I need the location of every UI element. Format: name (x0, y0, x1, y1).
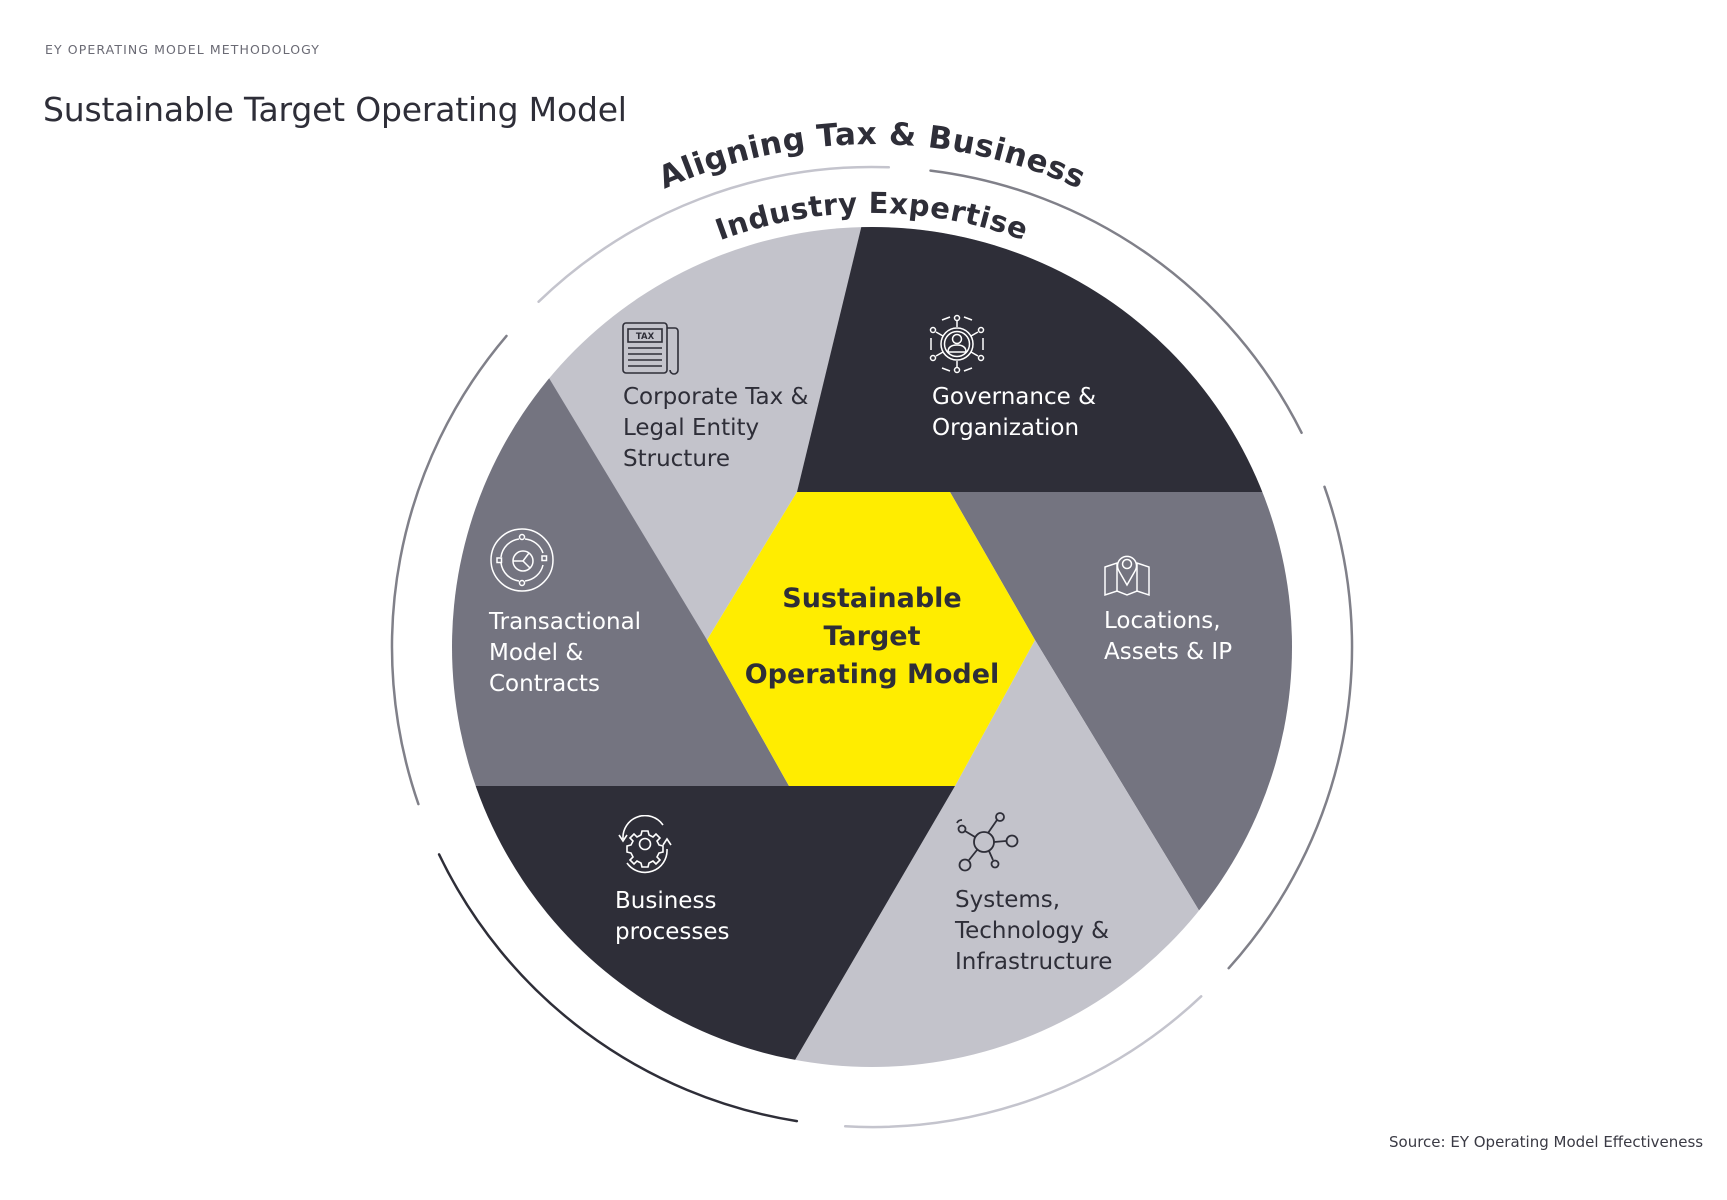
blade-transactional (452, 330, 789, 786)
ring-arc-bottom-left (437, 853, 799, 1123)
label-line: Business (615, 888, 717, 914)
outer-ring (390, 165, 1354, 1129)
label-line: Technology & (955, 918, 1110, 944)
segment-label-systems: Systems, Technology & Infrastructure (955, 885, 1112, 978)
source-note: Source: EY Operating Model Effectiveness (1389, 1133, 1704, 1151)
ring-arc-top-right (929, 169, 1303, 435)
gear-cycle-icon (618, 815, 672, 874)
center-label-line: Operating Model (744, 659, 1000, 690)
segment-label-corporate-tax: Corporate Tax & Legal Entity Structure (623, 382, 808, 475)
center-hexagon (707, 492, 1035, 786)
center-hexagon-label: Sustainable Target Operating Model (722, 580, 1022, 694)
label-line: Contracts (489, 671, 600, 697)
label-line: Model & (489, 640, 584, 666)
label-line: Structure (623, 446, 730, 472)
label-line: Infrastructure (955, 949, 1113, 975)
label-line: Organization (932, 415, 1080, 441)
label-line: Systems, (955, 887, 1061, 913)
label-line: Legal Entity (623, 415, 760, 441)
label-line: processes (615, 919, 730, 945)
page-kicker: EY OPERATING MODEL METHODOLOGY (45, 42, 321, 57)
label-line: Locations, (1104, 608, 1221, 634)
label-line: Transactional (489, 609, 642, 635)
map-pin-icon (1104, 555, 1150, 597)
svg-text:TAX: TAX (636, 332, 655, 342)
outer-ring-label: Aligning Tax & Business (653, 116, 1091, 196)
ring-arc-bottom-right (843, 995, 1203, 1129)
tax-document-icon: TAX (622, 322, 679, 375)
center-label-line: Target (823, 621, 921, 652)
segment-label-business-processes: Business processes (615, 886, 730, 948)
ring-arc-left (390, 334, 508, 806)
segment-label-locations: Locations, Assets & IP (1104, 606, 1232, 668)
segment-label-governance: Governance & Organization (932, 382, 1096, 444)
transaction-cycle-icon (490, 528, 554, 592)
label-line: Governance & (932, 384, 1096, 410)
governance-network-icon (929, 314, 985, 374)
ring-arc-right (1227, 485, 1354, 970)
network-hub-icon (956, 812, 1019, 872)
label-line: Corporate Tax & (623, 384, 809, 410)
label-line: Assets & IP (1104, 639, 1233, 665)
page-title: Sustainable Target Operating Model (43, 90, 627, 130)
center-label-line: Sustainable (782, 583, 962, 614)
ring-arc-top-left (537, 165, 891, 303)
segment-label-transactional: Transactional Model & Contracts (489, 607, 641, 700)
